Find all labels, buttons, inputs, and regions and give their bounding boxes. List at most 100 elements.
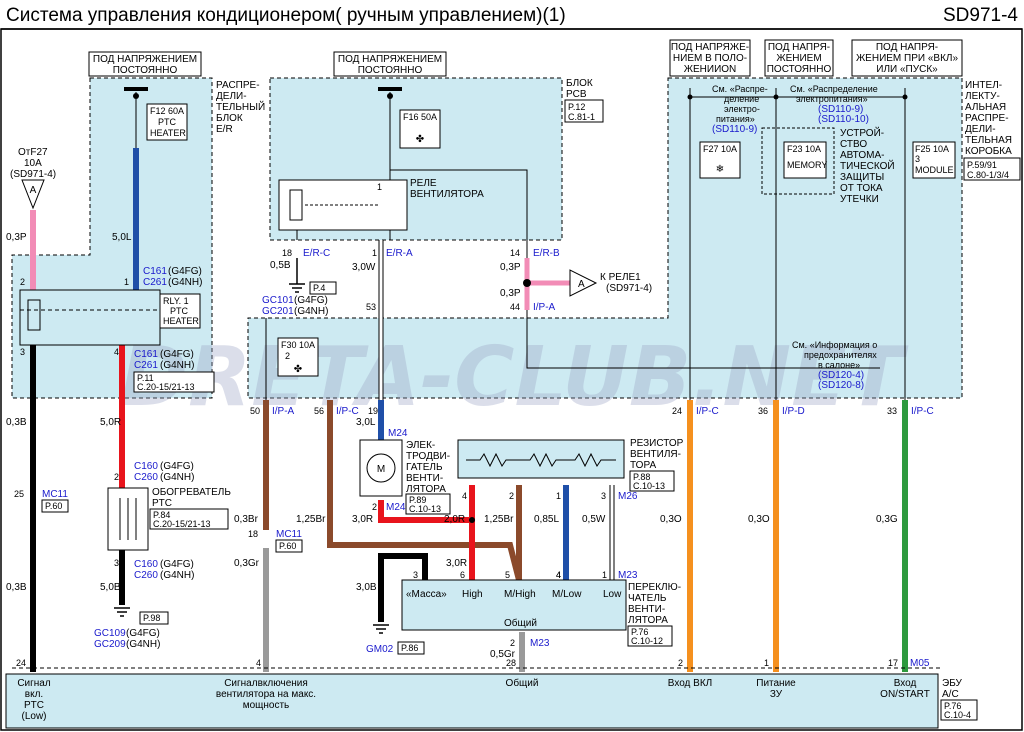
- svg-text:ДЕЛИ-: ДЕЛИ-: [216, 91, 247, 102]
- svg-text:33: 33: [887, 406, 897, 416]
- svg-text:ИНТЕЛ-: ИНТЕЛ-: [965, 80, 1002, 91]
- svg-text:P.60: P.60: [279, 541, 296, 551]
- svg-text:C.20-15/21-13: C.20-15/21-13: [153, 519, 211, 529]
- svg-text:0,85L: 0,85L: [534, 514, 559, 525]
- svg-text:«Масса»: «Масса»: [406, 589, 447, 600]
- svg-text:F23 10A: F23 10A: [787, 144, 821, 154]
- svg-text:ЛЯТОРА: ЛЯТОРА: [628, 615, 668, 626]
- svg-text:РАСПРЕ-: РАСПРЕ-: [216, 80, 260, 91]
- svg-text:ПЕРЕКЛЮ-: ПЕРЕКЛЮ-: [628, 582, 681, 593]
- svg-text:4: 4: [256, 658, 261, 668]
- svg-text:GM02: GM02: [366, 644, 394, 655]
- svg-text:6: 6: [460, 570, 465, 580]
- svg-text:M/Low: M/Low: [552, 589, 582, 600]
- svg-text:2: 2: [372, 502, 377, 512]
- svg-text:электропитания»: электропитания»: [796, 94, 868, 104]
- svg-text:3: 3: [20, 347, 25, 357]
- svg-text:(G4NH): (G4NH): [160, 472, 194, 483]
- svg-text:MC11: MC11: [276, 529, 302, 540]
- svg-text:M24: M24: [386, 502, 406, 513]
- svg-text:(G4FG): (G4FG): [294, 295, 328, 306]
- svg-text:F27 10A: F27 10A: [703, 144, 737, 154]
- svg-text:P.98: P.98: [143, 613, 160, 623]
- svg-text:P.4: P.4: [313, 283, 325, 293]
- svg-text:ЖЕНИИON: ЖЕНИИON: [684, 64, 737, 75]
- svg-text:ОТ ТОКА: ОТ ТОКА: [840, 183, 883, 194]
- svg-text:MODULE: MODULE: [915, 165, 954, 175]
- svg-text:СТВО: СТВО: [840, 139, 867, 150]
- svg-text:2: 2: [114, 472, 119, 482]
- svg-text:ПОД НАПРЯЖЕНИЕМ: ПОД НАПРЯЖЕНИЕМ: [93, 54, 197, 65]
- svg-text:HEATER: HEATER: [163, 316, 199, 326]
- ecu-labels: Сигнал вкл. PTC (Low) Сигналвключения ве…: [17, 677, 978, 722]
- svg-text:Общий: Общий: [504, 617, 537, 629]
- svg-text:2,0R: 2,0R: [444, 514, 465, 525]
- svg-text:питания»: питания»: [716, 114, 755, 124]
- ground-gc109: [114, 607, 130, 617]
- svg-text:1: 1: [556, 491, 561, 501]
- svg-text:RLY. 1: RLY. 1: [163, 296, 189, 306]
- svg-text:ЧАТЕЛЬ: ЧАТЕЛЬ: [628, 593, 667, 604]
- svg-text:0,3B: 0,3B: [6, 582, 27, 593]
- svg-text:3: 3: [413, 570, 418, 580]
- ground-gm02: [373, 624, 389, 634]
- svg-text:(G4NH): (G4NH): [168, 277, 202, 288]
- svg-text:0,5B: 0,5B: [270, 260, 291, 271]
- svg-text:I/P-C: I/P-C: [911, 406, 934, 417]
- svg-text:PTC: PTC: [170, 306, 189, 316]
- svg-text:ПОД НАПРЯЖЕ-: ПОД НАПРЯЖЕ-: [671, 42, 749, 53]
- svg-text:4: 4: [462, 491, 467, 501]
- svg-text:ОтF27: ОтF27: [18, 147, 48, 158]
- svg-text:(SD120-8): (SD120-8): [818, 380, 864, 391]
- svg-text:C261: C261: [143, 277, 167, 288]
- er-block-label: РАСПРЕ- ДЕЛИ- ТЕЛЬНЫЙ БЛОК E/R: [216, 80, 265, 135]
- sm3-note: См. «Информация о предохранителях в сало…: [792, 340, 877, 391]
- svg-text:17: 17: [888, 658, 898, 668]
- svg-text:0,3P: 0,3P: [500, 262, 521, 273]
- svg-text:Вход ВКЛ: Вход ВКЛ: [668, 678, 712, 689]
- power-label-2: ПОД НАПРЯЖЕНИЕМ ПОСТОЯННО: [333, 51, 447, 77]
- svg-text:P.76: P.76: [631, 627, 648, 637]
- svg-text:3: 3: [114, 558, 119, 568]
- svg-text:ЭЛЕК-: ЭЛЕК-: [406, 440, 435, 451]
- intel-box-label: ИНТЕЛ- ЛЕКТУ- АЛЬНАЯ РАСПРЕ- ДЕЛИ- ТЕЛЬН…: [963, 80, 1021, 181]
- junction-dots: [469, 94, 908, 523]
- svg-text:ГАТЕЛЬ: ГАТЕЛЬ: [406, 462, 443, 473]
- svg-text:MC11: MC11: [42, 489, 68, 500]
- svg-text:C.10-4: C.10-4: [944, 710, 971, 720]
- svg-text:КОРОБКА: КОРОБКА: [965, 146, 1012, 157]
- svg-text:P.88: P.88: [633, 472, 650, 482]
- svg-text:1,25Br: 1,25Br: [296, 514, 326, 525]
- svg-text:M: M: [377, 464, 385, 475]
- svg-text:P.86: P.86: [401, 643, 418, 653]
- svg-text:(G4NH): (G4NH): [294, 306, 328, 317]
- power-label-3: ПОД НАПРЯЖЕ- НИЕМ В ПОЛО- ЖЕНИИON: [669, 39, 751, 77]
- svg-text:C261: C261: [134, 360, 158, 371]
- svg-text:ЗАЩИТЫ: ЗАЩИТЫ: [840, 172, 884, 183]
- svg-text:1,25Br: 1,25Br: [484, 514, 514, 525]
- svg-text:C.10-13: C.10-13: [409, 504, 441, 514]
- svg-text:C160: C160: [134, 461, 158, 472]
- ptc-heater: [107, 487, 149, 551]
- svg-text:36: 36: [758, 406, 768, 416]
- svg-text:2: 2: [678, 658, 683, 668]
- svg-text:C161: C161: [134, 349, 158, 360]
- svg-text:РЕЛЕ: РЕЛЕ: [410, 178, 437, 189]
- svg-text:0,3Gr: 0,3Gr: [234, 558, 260, 569]
- diagram-code: SD971-4: [943, 5, 1018, 26]
- svg-text:50: 50: [250, 406, 260, 416]
- svg-text:ПОД НАПРЯЖЕНИЕМ: ПОД НАПРЯЖЕНИЕМ: [338, 54, 442, 65]
- svg-text:вкл.: вкл.: [25, 689, 43, 700]
- svg-text:A/C: A/C: [942, 689, 959, 700]
- svg-text:0,3Br: 0,3Br: [234, 514, 259, 525]
- svg-text:M23: M23: [618, 570, 638, 581]
- svg-text:(Low): (Low): [21, 711, 46, 722]
- svg-text:P.12: P.12: [568, 102, 585, 112]
- svg-text:5,0L: 5,0L: [112, 232, 132, 243]
- svg-text:C.20-15/21-13: C.20-15/21-13: [137, 382, 195, 392]
- svg-text:P.11: P.11: [137, 373, 154, 383]
- svg-text:PCB: PCB: [566, 89, 587, 100]
- svg-text:3,0R: 3,0R: [446, 558, 467, 569]
- svg-text:ЛЕКТУ-: ЛЕКТУ-: [965, 91, 1000, 102]
- svg-text:(G4NH): (G4NH): [160, 360, 194, 371]
